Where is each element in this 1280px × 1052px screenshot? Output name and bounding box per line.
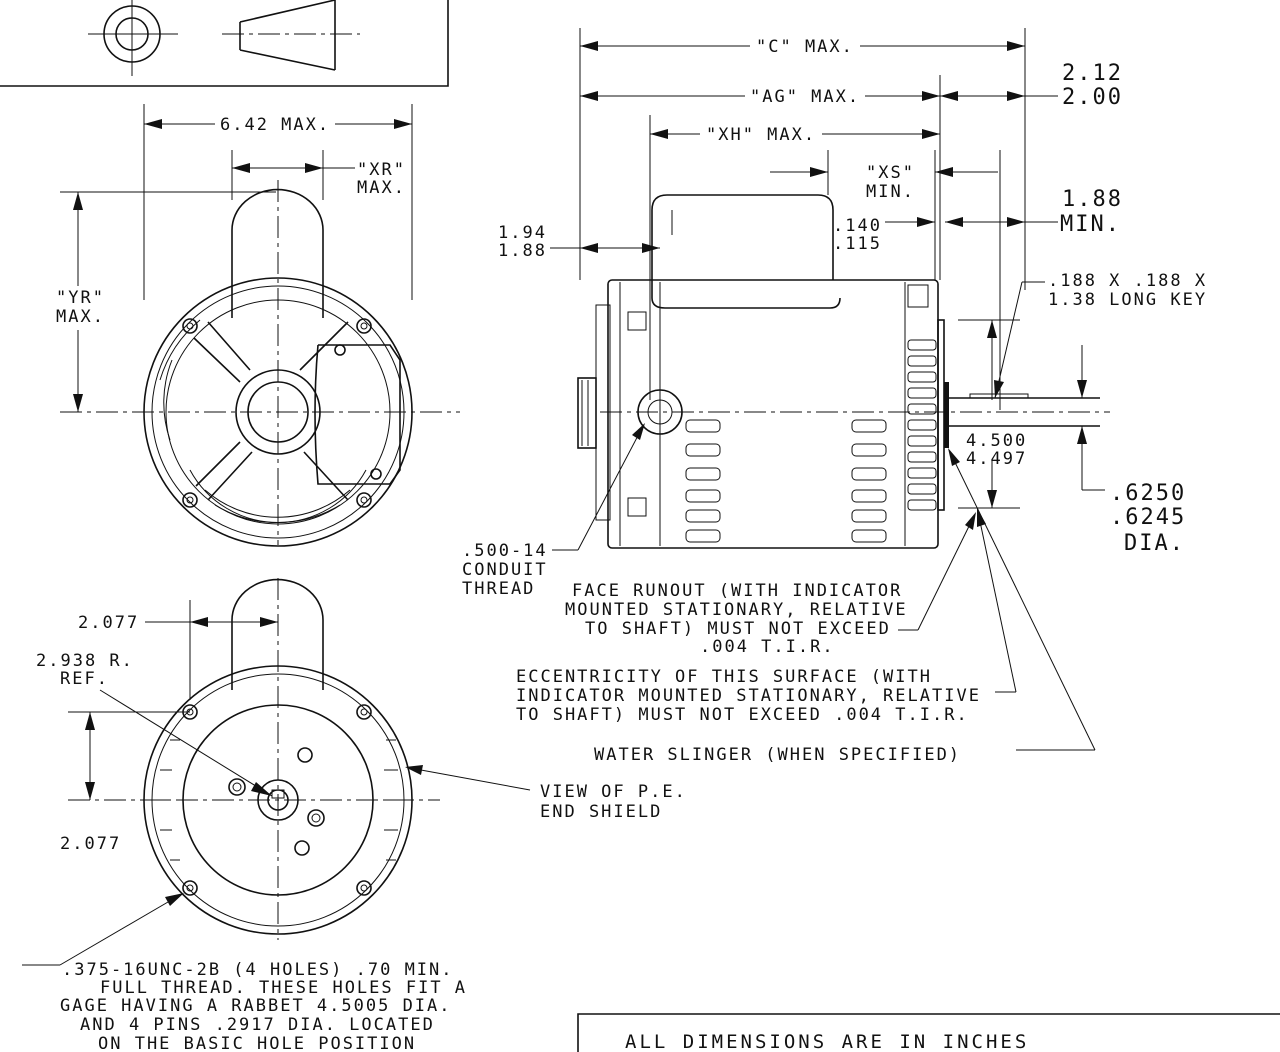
note-holes-4: AND 4 PINS .2917 DIA. LOCATED bbox=[80, 1015, 435, 1035]
note-eccentricity-1: ECCENTRICITY OF THIS SURFACE (WITH bbox=[516, 667, 932, 687]
dim-140: .140 bbox=[833, 216, 882, 236]
dim-200: 2.00 bbox=[1062, 85, 1123, 110]
dim-188: 1.88 bbox=[498, 241, 547, 261]
pe-end-shield-view: 2.077 2.938 R. REF. 2.077 VIEW OF P.E. E… bbox=[22, 578, 687, 966]
dim-212: 2.12 bbox=[1062, 61, 1123, 86]
dim-2077-horizontal: 2.077 bbox=[78, 613, 139, 633]
dim-conduit-size: .500-14 bbox=[462, 541, 548, 561]
dim-xr-label: "XR" bbox=[357, 160, 406, 180]
note-water-slinger: WATER SLINGER (WHEN SPECIFIED) bbox=[594, 745, 961, 765]
note-holes-1: .375-16UNC-2B (4 HOLES) .70 MIN. bbox=[62, 960, 454, 980]
dim-xs-label: "XS" bbox=[866, 163, 915, 183]
dim-shaft-dia: DIA. bbox=[1124, 531, 1185, 556]
dim-642-max: 6.42 MAX. bbox=[220, 115, 330, 135]
dim-194: 1.94 bbox=[498, 223, 547, 243]
side-view: "C" MAX. "AG" MAX. 2.12 2.00 "XH" MAX. "… bbox=[462, 28, 1207, 751]
dim-yr-max: MAX. bbox=[56, 307, 105, 327]
dim-shaft-6245: .6245 bbox=[1110, 505, 1186, 530]
note-face-runout-3: TO SHAFT) MUST NOT EXCEED bbox=[585, 619, 891, 639]
dim-188-min-value: 1.88 bbox=[1062, 187, 1123, 212]
dim-ref: REF. bbox=[60, 669, 109, 689]
dim-188-min-label: MIN. bbox=[1060, 212, 1121, 237]
note-holes-5: ON THE BASIC HOLE POSITION bbox=[98, 1034, 416, 1052]
dim-conduit-label: CONDUIT bbox=[462, 560, 548, 580]
note-eccentricity-3: TO SHAFT) MUST NOT EXCEED .004 T.I.R. bbox=[516, 705, 969, 725]
dim-xr-max: MAX. bbox=[357, 178, 406, 198]
note-view-pe-1: VIEW OF P.E. bbox=[540, 782, 687, 802]
note-eccentricity-2: INDICATOR MOUNTED STATIONARY, RELATIVE bbox=[516, 686, 981, 706]
dim-conduit-thread: THREAD bbox=[462, 579, 535, 599]
dim-2077-vertical: 2.077 bbox=[60, 834, 121, 854]
note-key-line1: .188 X .188 X bbox=[1048, 271, 1207, 291]
dim-4497: 4.497 bbox=[966, 449, 1027, 469]
note-key-line2: 1.38 LONG KEY bbox=[1048, 290, 1207, 310]
note-view-pe-2: END SHIELD bbox=[540, 802, 662, 822]
dim-115: .115 bbox=[833, 234, 882, 254]
dim-xs-min: MIN. bbox=[866, 182, 915, 202]
dim-4500: 4.500 bbox=[966, 431, 1027, 451]
dim-2938-radius: 2.938 R. bbox=[36, 651, 134, 671]
note-face-runout-2: MOUNTED STATIONARY, RELATIVE bbox=[565, 600, 908, 620]
dim-c-max: "C" MAX. bbox=[756, 37, 854, 57]
notes: FACE RUNOUT (WITH INDICATOR MOUNTED STAT… bbox=[60, 581, 981, 1052]
note-units: ALL DIMENSIONS ARE IN INCHES bbox=[625, 1031, 1029, 1052]
dim-shaft-6250: .6250 bbox=[1110, 481, 1186, 506]
front-end-view: 6.42 MAX. "XR" MAX. "YR" MAX. bbox=[50, 104, 460, 547]
title-block: ALL DIMENSIONS ARE IN INCHES bbox=[577, 1013, 1280, 1052]
projection-symbol-box bbox=[0, 0, 449, 87]
dim-ag-max: "AG" MAX. bbox=[750, 87, 860, 107]
dim-yr-label: "YR" bbox=[56, 288, 105, 308]
note-holes-2: FULL THREAD. THESE HOLES FIT A bbox=[100, 978, 467, 998]
note-holes-3: GAGE HAVING A RABBET 4.5005 DIA. bbox=[60, 996, 452, 1016]
dim-xh-max: "XH" MAX. bbox=[706, 125, 816, 145]
note-face-runout-1: FACE RUNOUT (WITH INDICATOR bbox=[572, 581, 902, 601]
note-face-runout-4: .004 T.I.R. bbox=[700, 637, 835, 657]
